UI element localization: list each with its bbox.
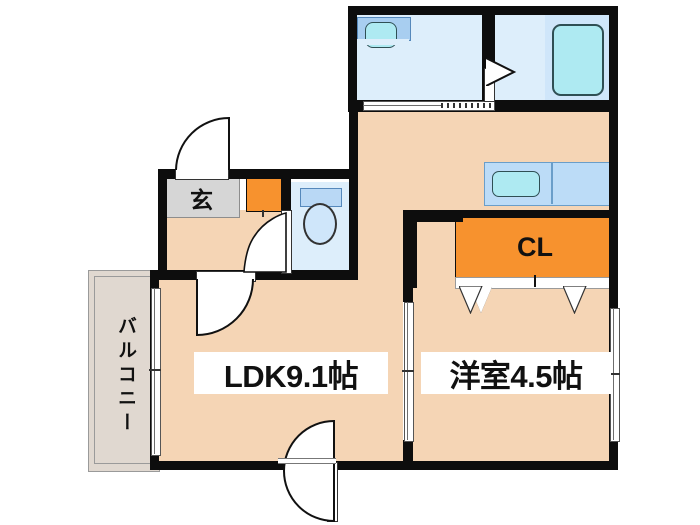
washroom-door-dots bbox=[441, 102, 493, 108]
shoe-cabinet bbox=[246, 178, 282, 212]
ldk-door-swing-arc bbox=[196, 279, 254, 337]
toilet-door-hinge bbox=[262, 210, 264, 217]
bedroom-label: 洋室4.5帖 bbox=[421, 352, 611, 394]
toilet-door-swing bbox=[243, 212, 287, 273]
bedroom-window-handle bbox=[608, 373, 620, 375]
bedroom-window[interactable] bbox=[610, 308, 620, 442]
wall-closet-head bbox=[403, 210, 463, 222]
bathtub-icon bbox=[552, 24, 604, 96]
wall-bottom-outer bbox=[150, 461, 618, 470]
entrance-door-swing-arc bbox=[175, 117, 230, 171]
balcony-door-rail-1 bbox=[153, 288, 155, 454]
washroom-sliding-door[interactable] bbox=[363, 101, 495, 111]
bedroom-sliding-door[interactable] bbox=[404, 302, 414, 442]
main-entry-door-swing bbox=[282, 420, 335, 522]
bedroom-door-handle bbox=[402, 370, 414, 372]
toilet-bowl-icon bbox=[303, 203, 337, 245]
closet-arrow-right-outline bbox=[563, 286, 587, 314]
balcony-label: バルコニー bbox=[115, 316, 136, 436]
closet-arrow-left-outline bbox=[459, 286, 483, 314]
wall-top-right bbox=[609, 6, 618, 112]
wall-closet-top-right bbox=[455, 210, 615, 218]
genkan-label: 玄 bbox=[190, 186, 213, 213]
ldk-label: LDK9.1帖 bbox=[194, 352, 388, 394]
wall-entry-top bbox=[158, 169, 358, 179]
wall-bath-bottom bbox=[492, 100, 618, 112]
wall-toilet-right bbox=[349, 169, 358, 279]
wall-entry-left bbox=[158, 169, 167, 279]
balcony-area bbox=[88, 270, 160, 472]
wall-entry-bottom bbox=[158, 270, 358, 280]
wall-top-outer bbox=[348, 6, 618, 15]
washroom-door-rail bbox=[363, 104, 493, 106]
closet-door-center-mark bbox=[534, 275, 536, 287]
kitchen-sink-icon bbox=[492, 171, 540, 197]
kitchen-counter-divider bbox=[551, 162, 553, 204]
balcony-sliding-door[interactable] bbox=[151, 288, 161, 456]
wall-bedroom-divider-bottom bbox=[403, 440, 413, 470]
wall-top-left bbox=[348, 6, 357, 112]
main-entry-door-sill bbox=[278, 458, 336, 464]
balcony-door-handle bbox=[149, 369, 161, 371]
bathroom-door-swing bbox=[486, 58, 517, 86]
closet-label: CL bbox=[517, 231, 553, 262]
wall-ldk-upper-left bbox=[349, 112, 358, 172]
washbasin-apron bbox=[357, 39, 409, 45]
wall-closet-side bbox=[403, 210, 417, 288]
wall-right-outer bbox=[609, 112, 618, 470]
